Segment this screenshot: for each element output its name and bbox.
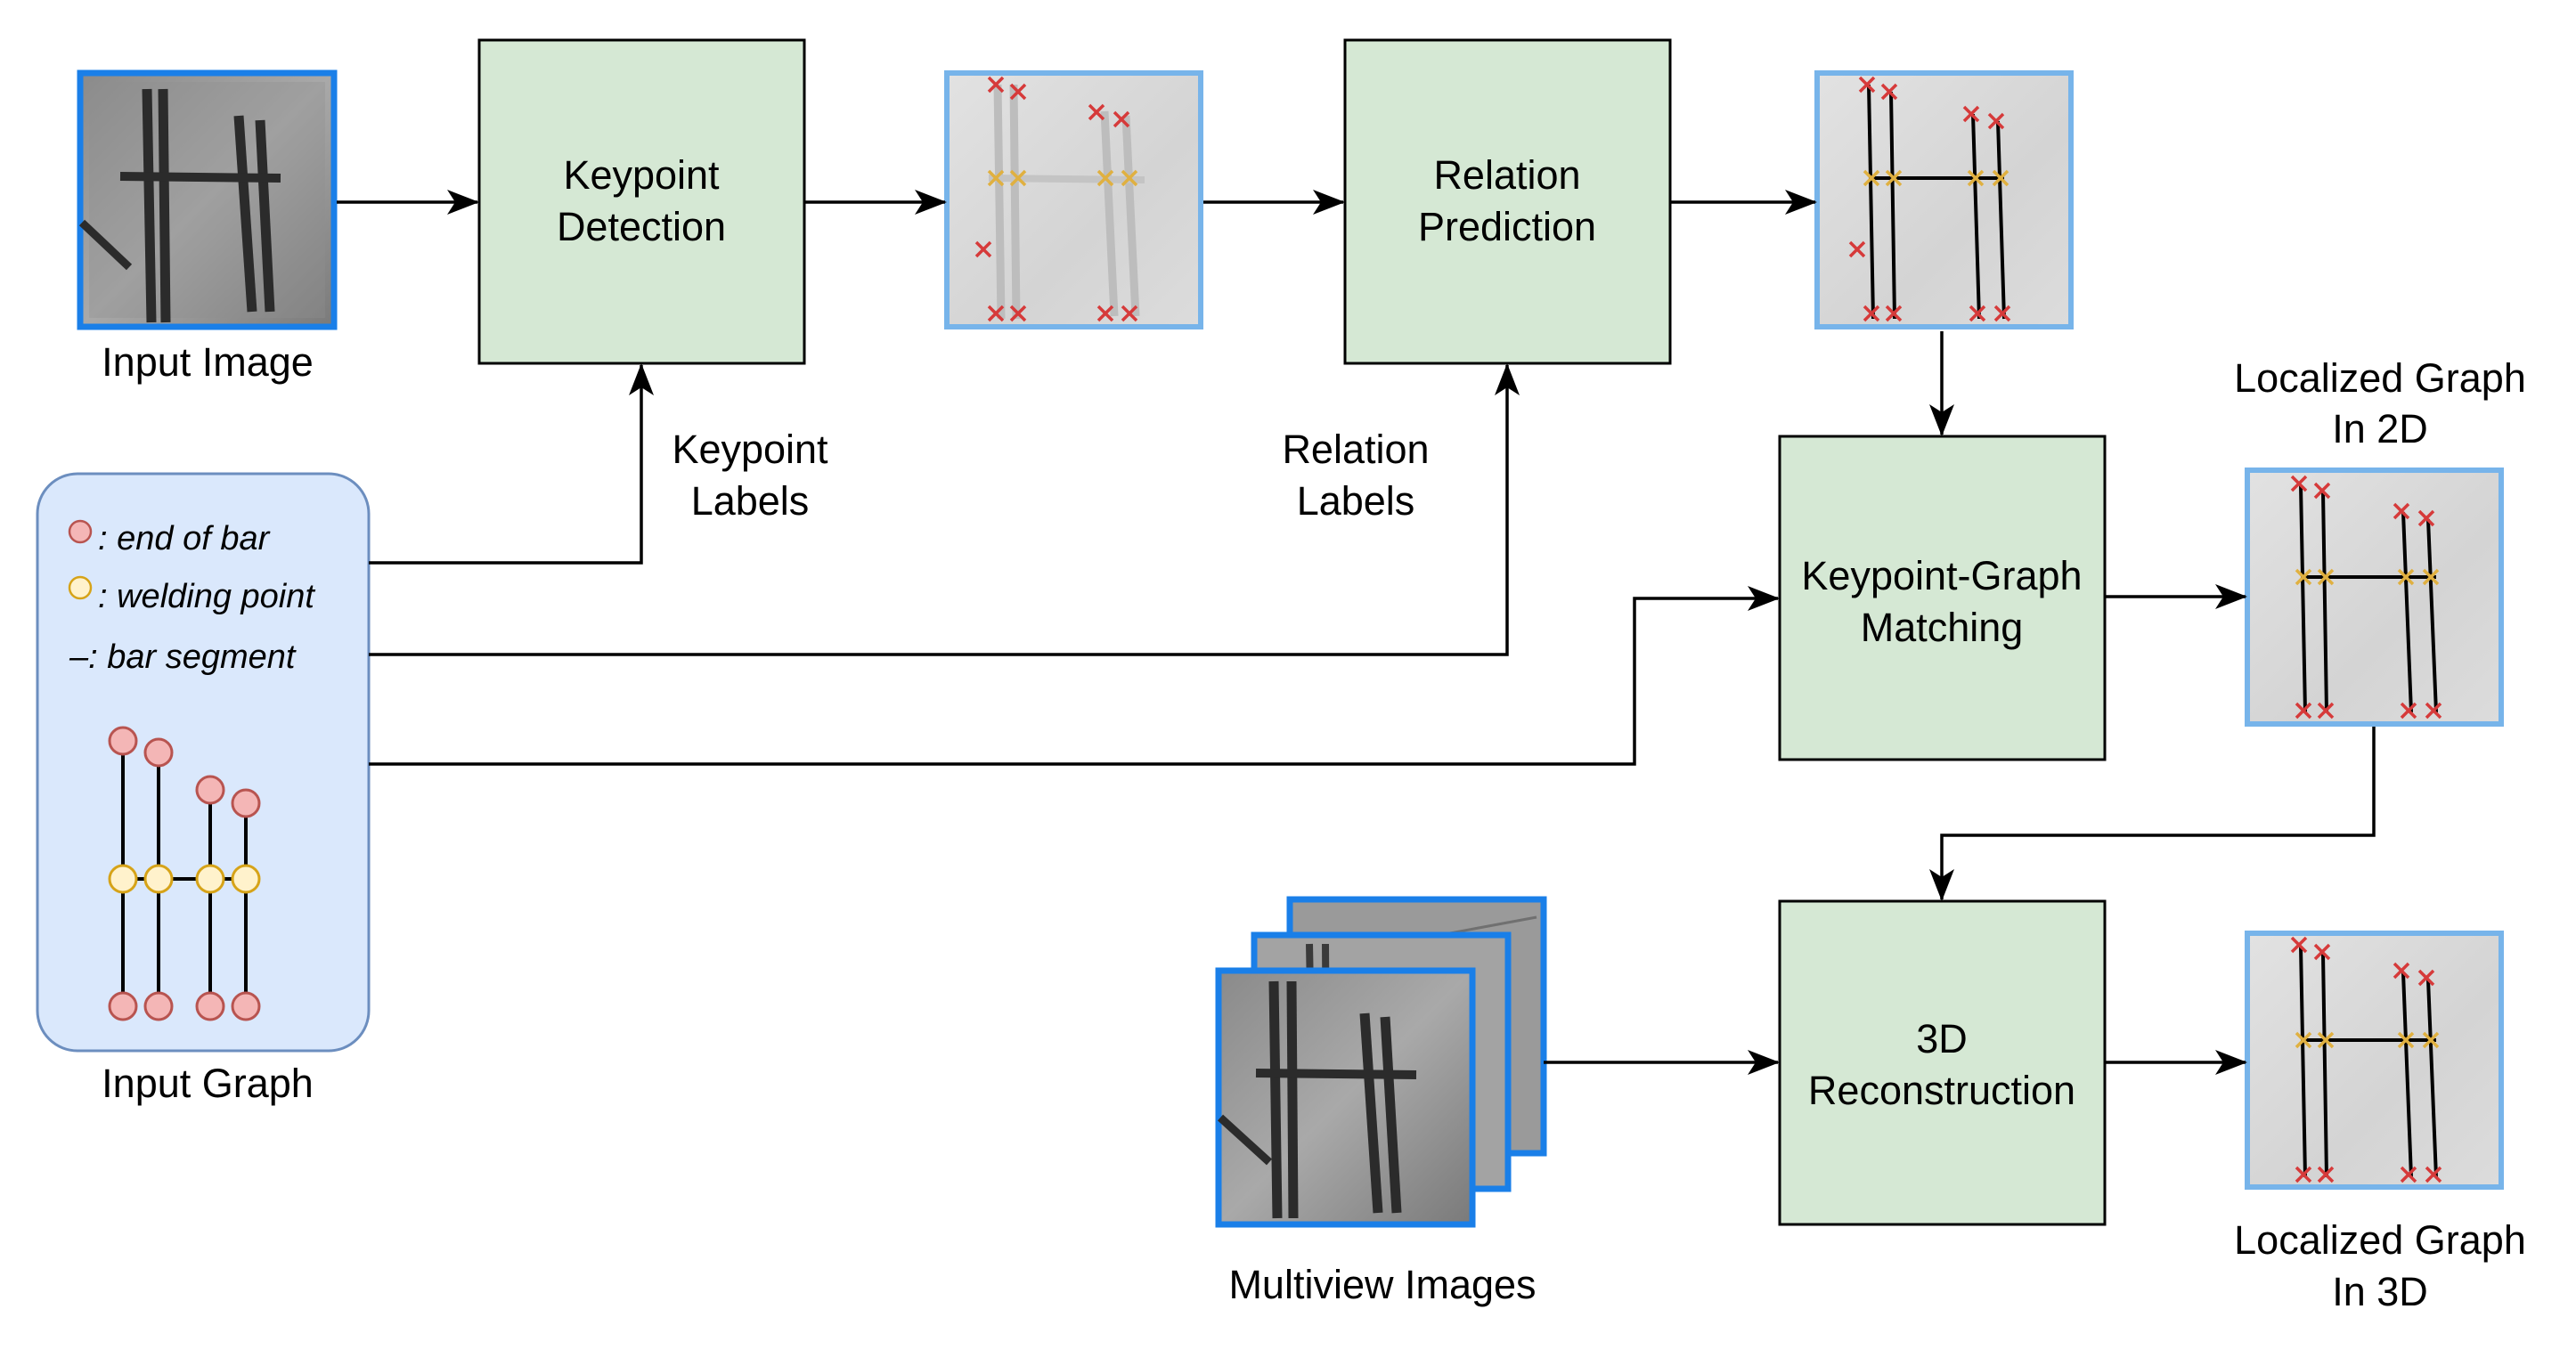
input-graph-panel <box>36 472 371 1053</box>
legend-end-of-bar-text: : end of bar <box>98 520 271 557</box>
keypoint-graph-matching-line1: Keypoint-Graph <box>1801 553 2082 598</box>
graph-weld-node <box>195 864 225 894</box>
reconstruction-3d-box: 3D Reconstruction <box>1778 899 2107 1226</box>
localized-2d-caption-line1: Localized Graph <box>2234 355 2526 401</box>
multiview-images-stack <box>1215 896 1547 1228</box>
relation-prediction-markers <box>1848 76 2011 322</box>
localized-graph-3d-image <box>2245 931 2504 1190</box>
arrow-graph-to-keypoint-detection <box>369 363 654 565</box>
graph-weld-node <box>108 864 138 894</box>
relation-prediction-line2: Prediction <box>1418 204 1596 249</box>
graph-end-node <box>195 775 225 805</box>
legend-welding-point: : welding point <box>68 575 315 615</box>
keypoint-graph-matching-line2: Matching <box>1861 605 2024 650</box>
legend-bar-segment-text: –: bar segment <box>69 638 297 676</box>
relation-labels-line1: Relation <box>1282 427 1429 472</box>
legend-end-of-bar: : end of bar <box>68 519 271 557</box>
graph-end-node <box>108 991 138 1021</box>
arrow-graph-to-matching <box>369 586 1780 766</box>
localized-3d-caption-line2: In 3D <box>2332 1269 2428 1314</box>
welding-point-legend-icon <box>68 575 93 600</box>
localized-2d-caption-line2: In 2D <box>2332 406 2428 451</box>
reconstruction-3d-line2: Reconstruction <box>1808 1068 2075 1113</box>
keypoint-graph-matching-box: Keypoint-Graph Matching <box>1778 435 2107 761</box>
keypoint-labels-line2: Labels <box>691 478 810 524</box>
keypoint-detection-box: Keypoint Detection <box>477 38 806 365</box>
input-image-thumbnail <box>77 69 338 330</box>
localized-3d-caption-line1: Localized Graph <box>2234 1217 2526 1263</box>
arrow-localized-2d-to-reconstruction <box>1929 727 2376 901</box>
keypoint-detection-line2: Detection <box>557 204 726 249</box>
relation-prediction-output-image <box>1814 70 2074 329</box>
localized-3d-markers <box>2290 936 2442 1183</box>
keypoint-detection-output-image <box>944 70 1203 329</box>
localized-2d-markers <box>2290 475 2442 720</box>
example-graph <box>108 726 261 1021</box>
graph-end-node <box>143 737 174 768</box>
keypoint-labels-line1: Keypoint <box>672 427 828 472</box>
graph-weld-node <box>143 864 174 894</box>
localized-graph-2d-image <box>2245 468 2504 727</box>
graph-end-node <box>231 788 261 818</box>
relation-labels-line2: Labels <box>1297 478 1415 524</box>
graph-weld-node <box>231 864 261 894</box>
reconstruction-3d-line1: 3D <box>1916 1016 1968 1061</box>
relation-prediction-box: Relation Prediction <box>1343 38 1672 365</box>
graph-end-node <box>143 991 174 1021</box>
graph-end-node <box>108 726 138 756</box>
graph-end-node <box>231 991 261 1021</box>
input-graph-caption: Input Graph <box>102 1061 314 1106</box>
input-image-caption: Input Image <box>102 339 314 385</box>
keypoint-detection-line1: Keypoint <box>563 152 720 198</box>
multiview-images-caption: Multiview Images <box>1228 1262 1536 1307</box>
relation-prediction-line1: Relation <box>1433 152 1580 198</box>
legend-welding-point-text: : welding point <box>98 578 315 615</box>
keypoint-detection-markers <box>974 76 1138 322</box>
end-of-bar-legend-icon <box>68 519 93 544</box>
graph-end-node <box>195 991 225 1021</box>
arrow-graph-to-relation-prediction <box>369 363 1520 656</box>
